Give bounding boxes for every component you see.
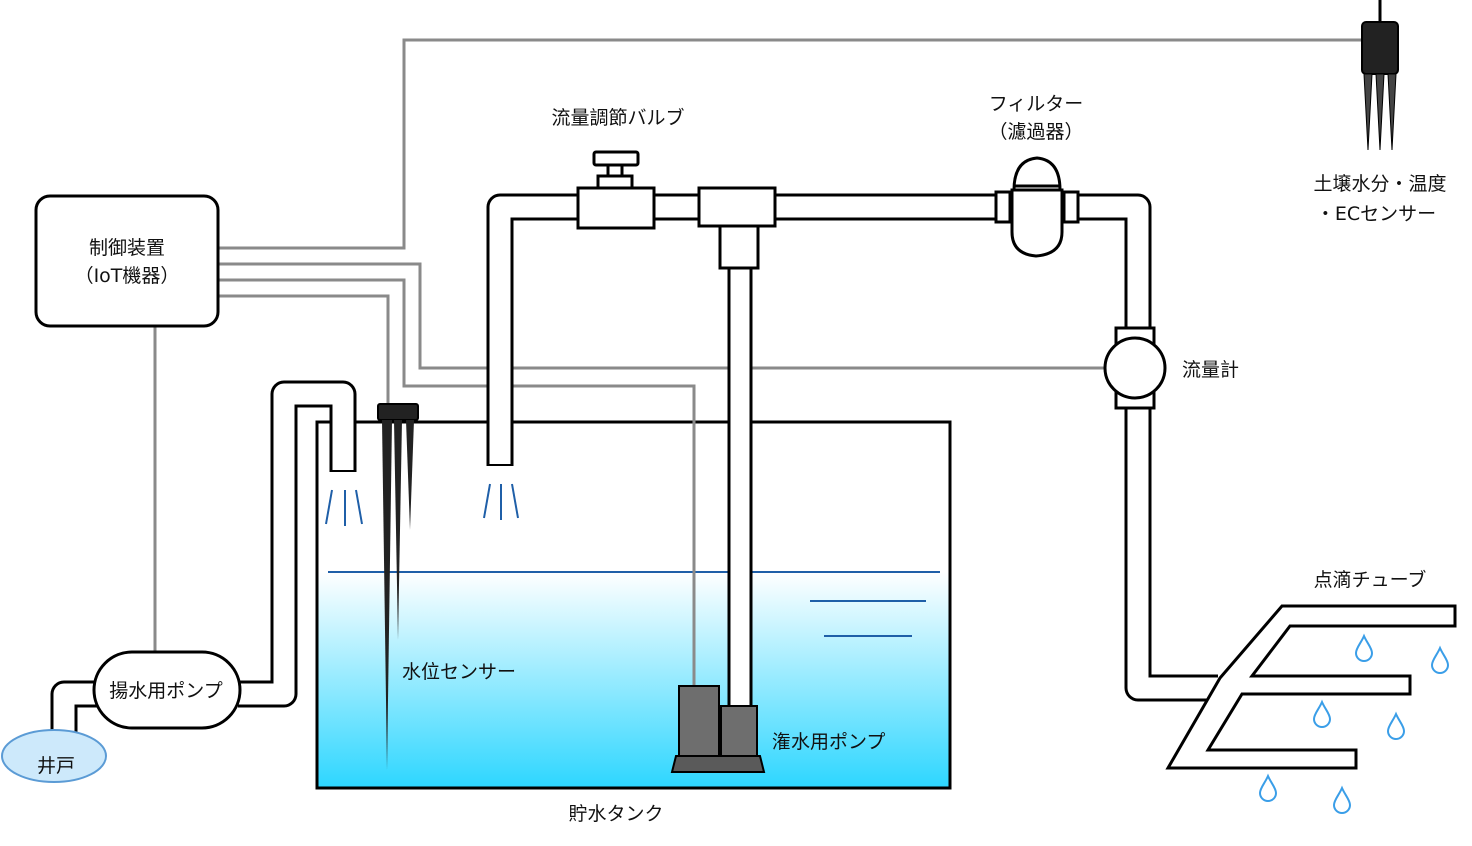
water-drop-icon xyxy=(1333,787,1351,814)
soil-sensor-head xyxy=(1361,21,1399,75)
filter[interactable] xyxy=(994,156,1080,258)
water-tank xyxy=(315,420,952,790)
water-level-sensor-head xyxy=(377,403,419,421)
wire-water-level-sensor xyxy=(218,294,390,404)
water-level-sensor-label: 水位センサー xyxy=(402,661,516,683)
spray-lines xyxy=(325,483,519,526)
irrigation-pipe xyxy=(486,193,1220,712)
controller xyxy=(34,194,220,328)
signal-wires xyxy=(153,38,1364,686)
water-drop-icon xyxy=(1259,775,1277,802)
water-drop-icon xyxy=(1387,713,1405,740)
water-drop-icon xyxy=(1313,701,1331,728)
drip-tube-label: 点滴チューブ xyxy=(1314,568,1427,591)
wire-soil-sensor xyxy=(218,38,1364,250)
water-level-sensor xyxy=(377,403,419,770)
tank-water xyxy=(318,572,950,788)
irrigation-pump-label: 潅水用ポンプ xyxy=(772,731,885,753)
drip-tube xyxy=(1165,604,1457,770)
soil-sensor xyxy=(1361,0,1399,151)
flow-meter-label: 流量計 xyxy=(1182,359,1239,381)
filter-label-line1: フィルター xyxy=(989,93,1084,115)
flow-meter[interactable] xyxy=(1103,326,1167,410)
controller-label-line2: （IoT機器） xyxy=(75,265,180,287)
labels: 制御装置 （IoT機器） 流量調節バルブ フィルター （濾過器） 土壌水分・温度… xyxy=(37,93,1447,825)
well-label: 井戸 xyxy=(37,755,75,777)
filter-label-line2: （濾過器） xyxy=(988,121,1083,143)
controller-label-line1: 制御装置 xyxy=(89,237,165,259)
tee-fitting xyxy=(697,186,777,270)
tank-outline xyxy=(315,420,952,790)
soil-sensor-label-line1: 土壌水分・温度 xyxy=(1313,173,1446,195)
soil-sensor-label-line2: ・ECセンサー xyxy=(1316,203,1436,225)
valve-label: 流量調節バルブ xyxy=(551,106,684,129)
well xyxy=(1,729,107,783)
flow-control-valve[interactable] xyxy=(576,150,656,230)
water-drops xyxy=(1259,635,1449,814)
water-drop-icon xyxy=(1355,635,1373,662)
water-drop-icon xyxy=(1431,647,1449,674)
irrigation-pump xyxy=(670,685,766,773)
lift-pump xyxy=(92,650,242,730)
wire-flow-meter xyxy=(218,262,1104,370)
lift-pump-label: 揚水用ポンプ xyxy=(109,680,222,702)
tank-label: 貯水タンク xyxy=(568,803,663,825)
wire-irrigation-pump xyxy=(218,278,696,686)
